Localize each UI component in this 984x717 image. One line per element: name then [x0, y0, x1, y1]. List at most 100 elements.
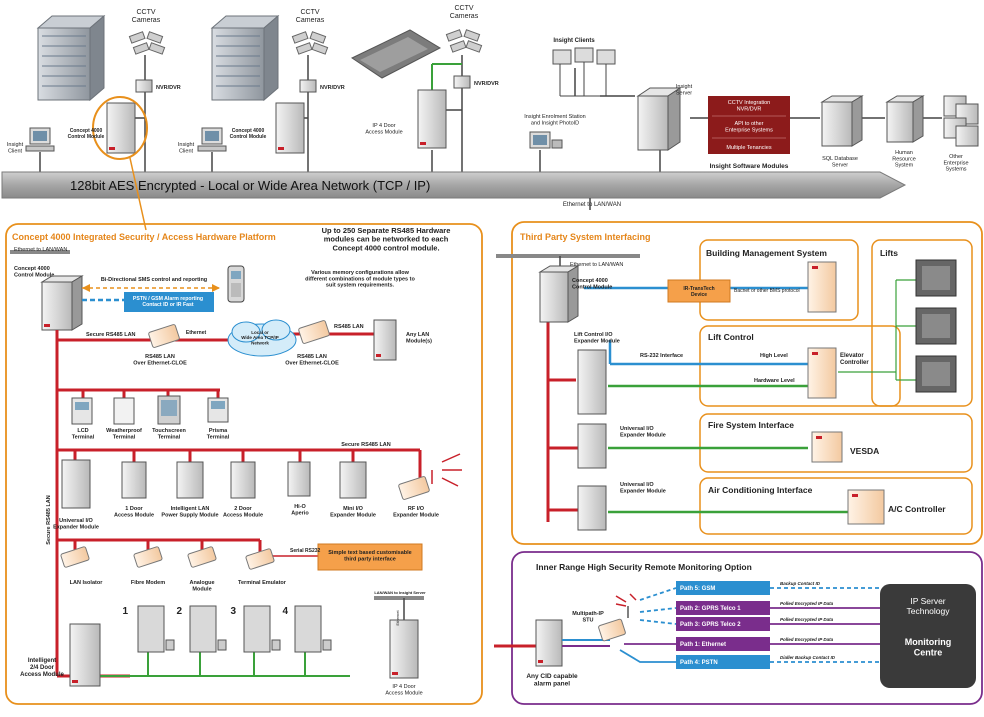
ethernet-vert-label: Ethernet	[395, 610, 400, 626]
third-ethernet-label: Ethernet to LAN/WAN	[570, 262, 623, 268]
mobile-phone-icon	[227, 265, 245, 303]
any-lan-module-icon	[373, 319, 397, 361]
path-label-3: Path 1: Ethernet	[680, 642, 726, 648]
nvr-label-2: NVR/DVR	[320, 85, 345, 91]
orange-leader-line	[129, 157, 147, 231]
top-network-section	[1, 14, 979, 231]
ip4door-module-icon-bottom	[389, 619, 419, 679]
concept-control-module-icon	[40, 275, 84, 331]
door-number-1: 2	[176, 606, 182, 617]
serial-label: Serial RS232	[290, 548, 321, 554]
bms-controller-icon	[807, 261, 837, 313]
monitoring-centre-box	[880, 584, 976, 688]
vesda-icon	[811, 431, 843, 463]
door-number-0: 1	[122, 606, 128, 617]
third-party-frame	[511, 221, 983, 545]
rs232-label: RS-232 Interface	[640, 353, 683, 359]
door-panel-icon	[350, 29, 442, 79]
bottom-module-icons	[60, 546, 275, 570]
cloe-box-1	[148, 324, 180, 348]
insight-client-pc-icon-1	[25, 127, 55, 152]
bottom-module-label-1: Fibre Modem	[131, 580, 165, 586]
path-note-1: Polled Encrypted IP Data	[780, 601, 834, 606]
pstn-box	[124, 292, 214, 312]
nvr-label-3: NVR/DVR	[474, 81, 499, 87]
enrolment-pc-icon	[529, 131, 563, 149]
uio-expander-icon-2	[577, 485, 607, 531]
fire-frame	[699, 413, 973, 473]
ac-controller-icon	[847, 489, 885, 525]
lifts-label: Lifts	[880, 248, 898, 258]
serial-callout-box	[317, 543, 423, 571]
path-box-3	[676, 637, 770, 651]
concept-ethernet-label: Ethernet to LAN/WAN	[14, 247, 67, 253]
path-label-1: Path 2: GPRS Telco 1	[680, 606, 741, 612]
rs485-lan-label: RS485 LAN	[334, 324, 364, 330]
software-module-label-2: Multiple Tenancies	[726, 145, 771, 151]
rf-signal-icon	[431, 453, 462, 487]
ir-transtech-box	[667, 279, 731, 303]
concept-title: Concept 4000 Integrated Security / Acces…	[12, 232, 276, 242]
monitoring-section	[494, 551, 983, 705]
ac-frame	[699, 477, 973, 535]
network-cloud-icon	[227, 319, 297, 357]
ac-title: Air Conditioning Interface	[708, 485, 813, 495]
nvr-icon-2	[299, 79, 317, 93]
software-modules-box	[708, 96, 790, 154]
sms-label: Bi-Directional SMS control and reporting	[101, 277, 207, 283]
terminal-icons	[71, 395, 229, 425]
high-level-label: High Level	[760, 353, 788, 359]
hr-system-icon	[885, 95, 925, 143]
ethernet-label-top: Ethernet to LAN/WAN	[563, 202, 621, 208]
door-icons	[137, 605, 332, 653]
building-icon-1	[36, 14, 106, 102]
path-box-1	[676, 601, 770, 615]
hardware-level-label: Hardware Level	[754, 378, 795, 384]
lift-expander-icon	[577, 349, 607, 415]
nvr-icon-1	[135, 79, 153, 93]
third-party-section	[496, 221, 983, 545]
stu-icon	[598, 606, 629, 642]
control-module-icon-1	[106, 102, 136, 154]
intelligent-door-module-icon	[69, 623, 101, 687]
path-note-3: Polled Encrypted IP Data	[780, 637, 834, 642]
alarm-panel-icon	[535, 619, 563, 667]
lift-control-title: Lift Control	[708, 332, 754, 342]
cloe-box-2	[298, 320, 330, 344]
other-systems-icon	[943, 95, 979, 147]
monitoring-frame	[511, 551, 983, 705]
elevator-controller-icon	[807, 347, 837, 399]
